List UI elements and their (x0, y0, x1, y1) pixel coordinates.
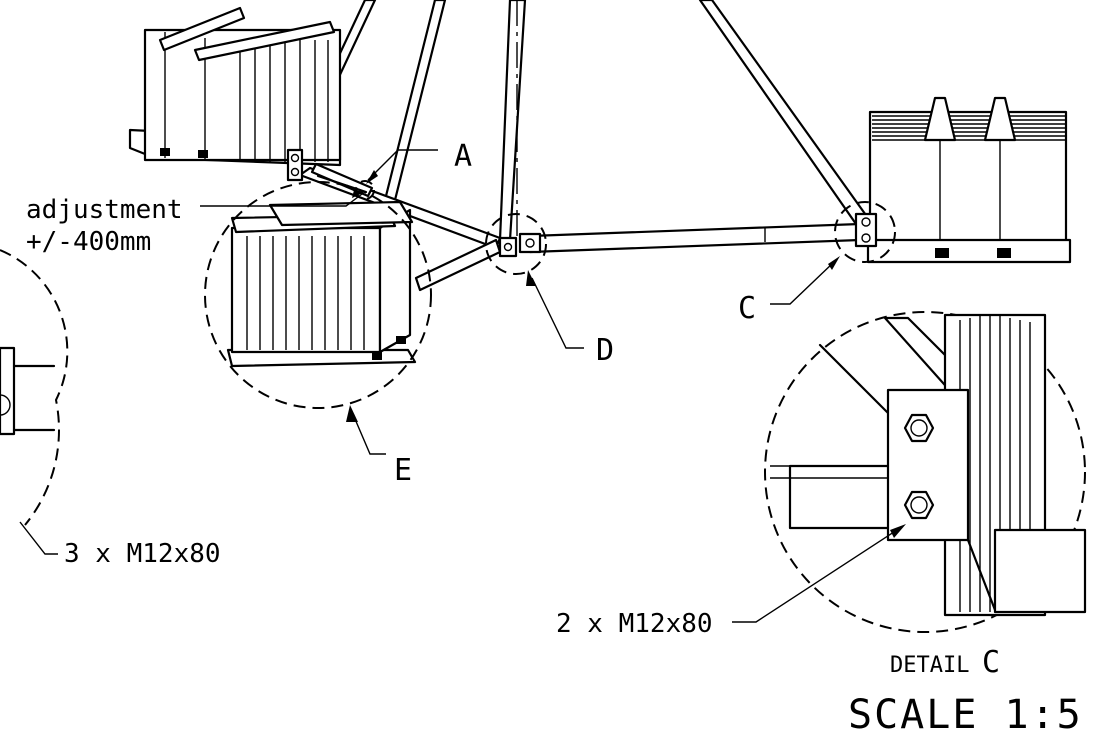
label-detail-letter: C (982, 645, 1000, 680)
label-callout-c: C (738, 291, 756, 326)
label-bolts-left: 3 x M12x80 (64, 539, 221, 569)
beam-to-c (528, 222, 862, 254)
weight-stack-top-left (128, 6, 342, 167)
leaders (19, 149, 906, 623)
label-callout-d: D (596, 333, 614, 368)
circle-partial-left (0, 249, 69, 526)
leg-front-left (383, 0, 447, 202)
label-adjustment-line2: +/-400mm (26, 227, 151, 257)
detail-circles (0, 180, 1086, 633)
leg-right (698, 0, 870, 226)
left-detail-partial (0, 346, 56, 436)
circle-a (355, 180, 375, 200)
detail-c-content (770, 313, 1087, 617)
circle-c (834, 201, 896, 263)
label-scale: SCALE 1:5 (848, 692, 1083, 738)
beam-to-e (414, 238, 502, 292)
label-detail-word: DETAIL (890, 653, 969, 678)
label-adjustment-line1: adjustment (26, 195, 183, 225)
weight-stack-right (854, 96, 1072, 264)
circle-d (485, 213, 547, 275)
weight-stack-e (226, 200, 417, 368)
mast-center (498, 0, 527, 242)
detail-c-circle (764, 311, 1086, 633)
circle-e (204, 181, 432, 409)
node-plates (286, 148, 542, 258)
label-bolts-detail: 2 x M12x80 (556, 609, 713, 639)
labels: A adjustment +/-400mm D E C 3 x M12x80 2… (26, 139, 1083, 738)
label-callout-a: A (454, 139, 472, 174)
label-callout-e: E (394, 453, 412, 488)
